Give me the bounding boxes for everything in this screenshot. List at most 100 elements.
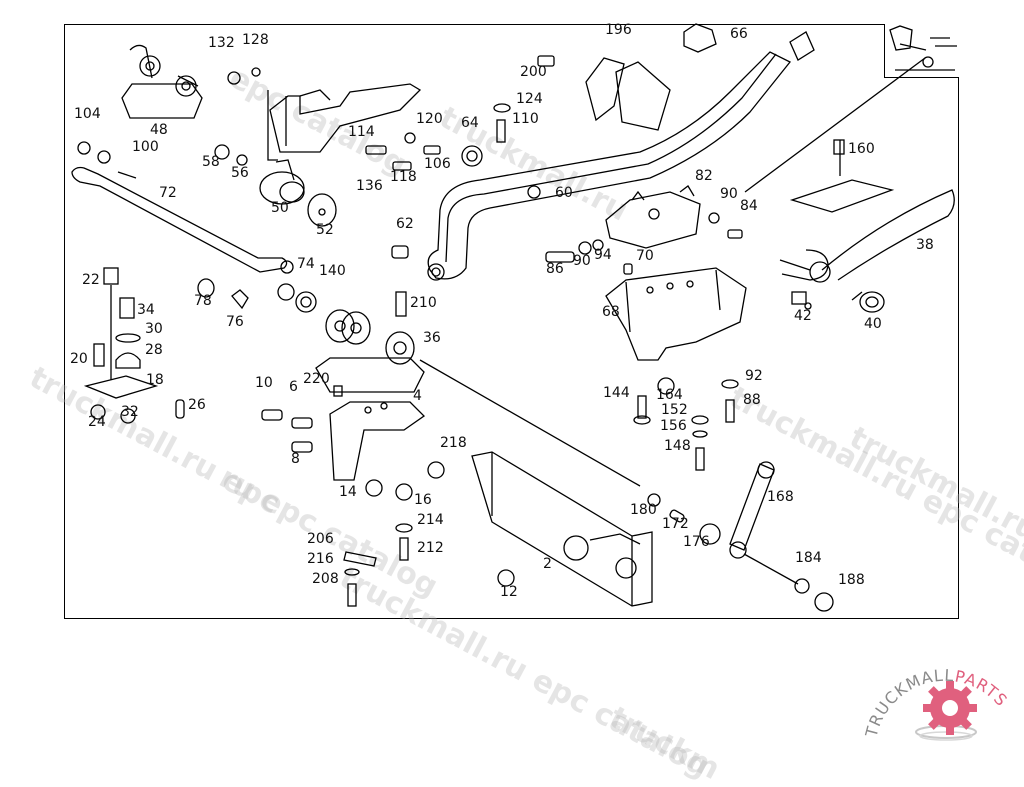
part-label-196[interactable]: 196: [605, 22, 632, 38]
part-label-82[interactable]: 82: [695, 168, 713, 184]
part-label-2[interactable]: 2: [543, 556, 552, 572]
part-label-76[interactable]: 76: [226, 314, 244, 330]
part-label-156[interactable]: 156: [660, 418, 687, 434]
part-label-118[interactable]: 118: [390, 169, 417, 185]
leader-line: [744, 57, 926, 193]
parts-bushings-74-140: [197, 278, 317, 313]
part-label-36[interactable]: 36: [423, 330, 441, 346]
part-label-132[interactable]: 132: [208, 35, 235, 51]
part-label-100[interactable]: 100: [132, 139, 159, 155]
part-label-66[interactable]: 66: [730, 26, 748, 42]
part-label-32[interactable]: 32: [121, 404, 139, 420]
logo-gear-icon: TRUCKMALLPARTS: [861, 666, 1010, 741]
part-label-86[interactable]: 86: [546, 261, 564, 277]
part-40-bushing: [851, 291, 885, 313]
part-label-10[interactable]: 10: [255, 375, 273, 391]
part-label-26[interactable]: 26: [188, 397, 206, 413]
part-label-62[interactable]: 62: [396, 216, 414, 232]
part-label-218[interactable]: 218: [440, 435, 467, 451]
part-label-70[interactable]: 70: [636, 248, 654, 264]
part-label-140[interactable]: 140: [319, 263, 346, 279]
part-label-160[interactable]: 160: [848, 141, 875, 157]
part-label-18[interactable]: 18: [146, 372, 164, 388]
part-label-184[interactable]: 184: [795, 550, 822, 566]
part-label-94[interactable]: 94: [594, 247, 612, 263]
part-72-stabilizer-bar: [71, 141, 294, 274]
part-label-106[interactable]: 106: [424, 156, 451, 172]
locator-inset: [884, 24, 959, 78]
part-label-4[interactable]: 4: [413, 388, 422, 404]
part-label-180[interactable]: 180: [630, 502, 657, 518]
part-label-78[interactable]: 78: [194, 293, 212, 309]
part-label-52[interactable]: 52: [316, 222, 334, 238]
part-label-42[interactable]: 42: [794, 308, 812, 324]
part-label-200[interactable]: 200: [520, 64, 547, 80]
part-upper-bracket: [259, 83, 422, 227]
fasteners-10-6-8: [261, 409, 445, 501]
part-label-22[interactable]: 22: [82, 272, 100, 288]
part-label-92[interactable]: 92: [745, 368, 763, 384]
inset-detail: [889, 25, 957, 71]
part-label-28[interactable]: 28: [145, 342, 163, 358]
part-label-212[interactable]: 212: [417, 540, 444, 556]
part-label-74[interactable]: 74: [297, 256, 315, 272]
part-label-40[interactable]: 40: [864, 316, 882, 332]
part-label-220[interactable]: 220: [303, 371, 330, 387]
part-label-84[interactable]: 84: [740, 198, 758, 214]
fasteners-86-94: [545, 239, 633, 275]
part-label-210[interactable]: 210: [410, 295, 437, 311]
part-42-valve: [791, 291, 812, 310]
part-label-104[interactable]: 104: [74, 106, 101, 122]
part-label-206[interactable]: 206: [307, 531, 334, 547]
part-label-188[interactable]: 188: [838, 572, 865, 588]
part-label-164[interactable]: 164: [656, 387, 683, 403]
part-label-216[interactable]: 216: [307, 551, 334, 567]
part-label-30[interactable]: 30: [145, 321, 163, 337]
part-label-152[interactable]: 152: [661, 402, 688, 418]
part-label-114[interactable]: 114: [348, 124, 375, 140]
part-label-176[interactable]: 176: [683, 534, 710, 550]
part-18-mount-group: [83, 267, 185, 424]
part-label-12[interactable]: 12: [500, 584, 518, 600]
part-label-8[interactable]: 8: [291, 451, 300, 467]
part-label-90[interactable]: 90: [720, 186, 738, 202]
part-label-88[interactable]: 88: [743, 392, 761, 408]
part-label-208[interactable]: 208: [312, 571, 339, 587]
part-label-90[interactable]: 90: [573, 253, 591, 269]
part-label-120[interactable]: 120: [416, 111, 443, 127]
part-label-148[interactable]: 148: [664, 438, 691, 454]
part-label-124[interactable]: 124: [516, 91, 543, 107]
part-4-bracket: [329, 385, 426, 481]
fasteners-206-214: [343, 523, 413, 607]
part-196-bracket: [585, 57, 671, 131]
part-label-144[interactable]: 144: [603, 385, 630, 401]
part-label-50[interactable]: 50: [271, 200, 289, 216]
part-label-172[interactable]: 172: [662, 516, 689, 532]
part-label-72[interactable]: 72: [159, 185, 177, 201]
part-68-spring-mount: [605, 267, 747, 361]
part-label-64[interactable]: 64: [461, 115, 479, 131]
part-label-168[interactable]: 168: [767, 489, 794, 505]
part-label-110[interactable]: 110: [512, 111, 539, 127]
part-label-6[interactable]: 6: [289, 379, 298, 395]
part-label-14[interactable]: 14: [339, 484, 357, 500]
part-label-16[interactable]: 16: [414, 492, 432, 508]
part-label-34[interactable]: 34: [137, 302, 155, 318]
part-label-136[interactable]: 136: [356, 178, 383, 194]
part-48-bracket: [121, 44, 203, 119]
part-label-60[interactable]: 60: [555, 185, 573, 201]
part-label-48[interactable]: 48: [150, 122, 168, 138]
part-label-24[interactable]: 24: [88, 414, 106, 430]
part-label-20[interactable]: 20: [70, 351, 88, 367]
part-label-68[interactable]: 68: [602, 304, 620, 320]
part-66-bump-stop: [683, 23, 717, 53]
part-168-shock-absorber: [647, 461, 834, 612]
diagram-frame: [64, 24, 959, 619]
fasteners-144-164: [633, 377, 739, 471]
part-label-38[interactable]: 38: [916, 237, 934, 253]
part-label-214[interactable]: 214: [417, 512, 444, 528]
part-36-bracket: [315, 291, 641, 487]
part-label-56[interactable]: 56: [231, 165, 249, 181]
part-label-58[interactable]: 58: [202, 154, 220, 170]
part-label-128[interactable]: 128: [242, 32, 269, 48]
